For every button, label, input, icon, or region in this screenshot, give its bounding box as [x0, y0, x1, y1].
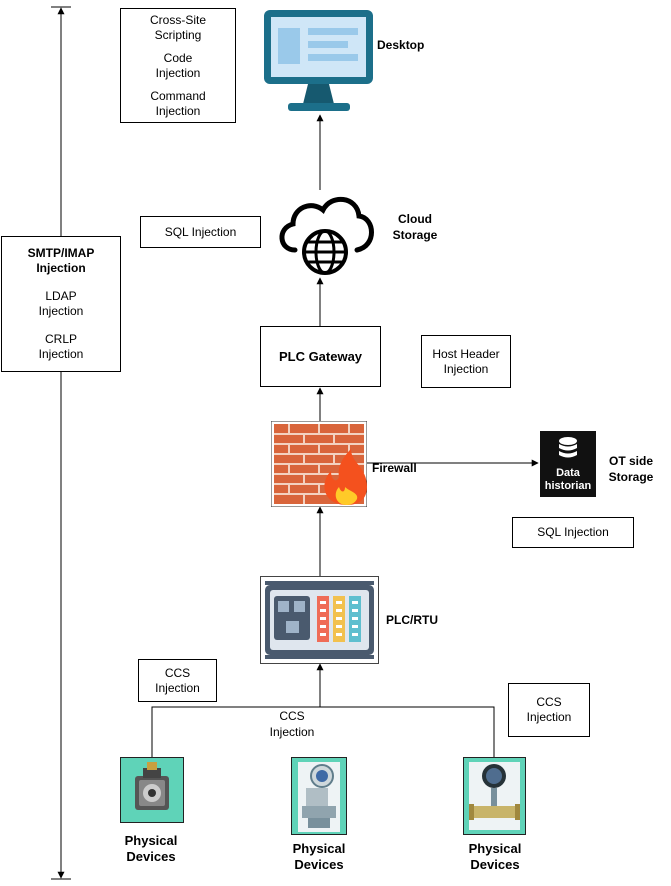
ccs-right-line1: CCS — [536, 695, 562, 709]
sql-injection-cloud-box: SQL Injection — [140, 216, 261, 248]
device2-line2: Devices — [294, 857, 344, 872]
device1-line2: Devices — [126, 849, 176, 864]
device2-line1: Physical — [292, 841, 346, 856]
data-historian-icon: Data historian — [540, 431, 596, 497]
attack-code-injection: Code Injection — [155, 50, 201, 80]
attack-xss: Cross-Site Scripting — [149, 12, 206, 42]
desktop-attack-box: Cross-Site Scripting Code Injection Comm… — [120, 8, 236, 123]
desktop-label: Desktop — [377, 38, 425, 52]
plc-rtu-label: PLC/RTU — [386, 613, 438, 627]
side-attack-crlp: CRLP Injection — [38, 332, 84, 361]
physical-devices-label-3: Physical Devices — [459, 841, 531, 873]
host-header-line2: Injection — [443, 361, 489, 376]
ccs-left-line1: CCS — [164, 665, 191, 680]
database-icon — [559, 437, 577, 458]
sql-injection-ot-label: SQL Injection — [537, 525, 609, 539]
device3-line1: Physical — [468, 841, 522, 856]
desktop-icon — [262, 8, 375, 114]
side-attack-ldap: LDAP Injection — [38, 289, 84, 318]
cloud-label-line1: Cloud — [398, 212, 432, 226]
firewall-icon — [270, 420, 368, 508]
ot-label-line2: Storage — [608, 470, 654, 484]
host-header-box: Host Header Injection — [421, 335, 511, 388]
historian-line2: historian — [544, 480, 592, 492]
ccs-left-box: CCS Injection — [138, 659, 217, 702]
physical-devices-label-1: Physical Devices — [115, 833, 187, 865]
plc-gateway-box: PLC Gateway — [260, 326, 381, 387]
plc-rtu-icon — [260, 576, 379, 664]
ccs-center-label: CCS Injection — [262, 708, 322, 740]
physical-device-transmitter-icon — [291, 757, 347, 835]
attack-command-injection: Command Injection — [150, 88, 206, 118]
ot-label-line1: OT side — [608, 454, 653, 468]
host-header-line1: Host Header — [432, 346, 500, 361]
firewall-label: Firewall — [372, 461, 417, 475]
device-bus — [151, 706, 495, 757]
ccs-center-line2: Injection — [269, 725, 315, 739]
ccs-center-line1: CCS — [279, 709, 305, 723]
device3-line2: Devices — [470, 857, 520, 872]
side-attack-smtp: SMTP/IMAP Injection — [27, 246, 95, 275]
plc-gateway-label: PLC Gateway — [278, 349, 363, 364]
sql-injection-cloud-label: SQL Injection — [164, 224, 237, 239]
physical-device-flowmeter-icon — [463, 757, 526, 835]
ccs-right-line2: Injection — [526, 710, 572, 724]
ccs-left-line2: Injection — [155, 680, 200, 695]
side-attack-box: SMTP/IMAP Injection LDAP Injection CRLP … — [1, 236, 121, 372]
physical-device-motor-icon — [120, 757, 184, 823]
historian-line1: Data — [556, 467, 580, 479]
device1-line1: Physical — [124, 833, 178, 848]
cloud-label-line2: Storage — [392, 228, 438, 242]
ot-storage-label: OT side Storage — [600, 453, 662, 485]
cloud-storage-icon — [273, 188, 377, 278]
sql-injection-ot-box: SQL Injection — [512, 517, 634, 548]
ccs-right-box: CCS Injection — [508, 683, 590, 737]
physical-devices-label-2: Physical Devices — [283, 841, 355, 873]
cloud-storage-label: Cloud Storage — [386, 211, 444, 243]
